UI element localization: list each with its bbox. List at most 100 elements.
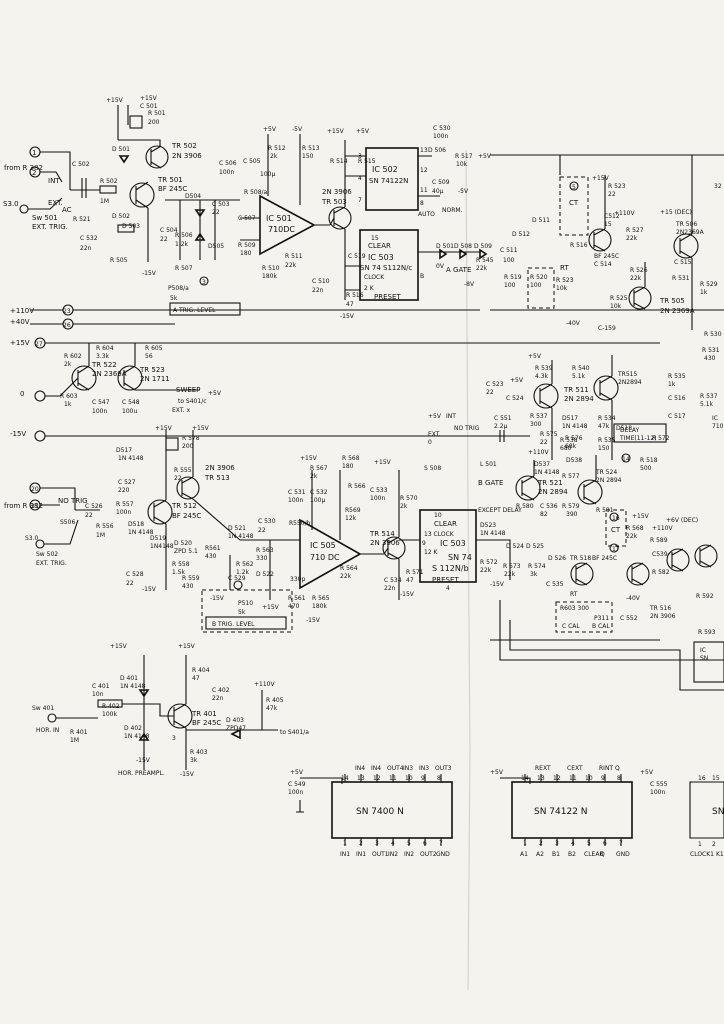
r573-label: R 573	[503, 563, 521, 570]
tr518-symbol	[570, 562, 594, 586]
c510-value: 22n	[312, 287, 324, 294]
r517-label: R 517	[455, 153, 473, 160]
r531b-label: R 531	[702, 347, 720, 354]
c506-label: C 506	[219, 160, 237, 167]
tr514-wires	[383, 470, 400, 600]
r566-label: R 566	[348, 483, 366, 490]
tr401-minus15: -15V	[180, 771, 195, 778]
node-22-marker	[233, 580, 243, 590]
r578-label: R 578	[182, 435, 200, 442]
s508-int: INT	[446, 413, 456, 420]
tr524-symbol	[577, 479, 603, 505]
r513-label: R 513	[302, 145, 320, 152]
tr504-symbol	[588, 228, 612, 252]
tr514-stage: TR 514 2N 3906 C 533 100n +15V R 570 2k …	[369, 459, 424, 600]
tr523-symbol	[117, 365, 143, 391]
page-fold-line	[465, 149, 471, 991]
supply-rails-top	[117, 105, 161, 146]
rt-label: RT	[560, 264, 569, 272]
tr521-plus110: +110V	[528, 449, 549, 456]
sn74122-top-pin-13: 13	[537, 775, 545, 782]
ic503b-pin-10: 10	[434, 512, 442, 519]
sw501-label: Sw 501	[32, 214, 58, 222]
r579-label: R 579	[562, 503, 580, 510]
c506-value: 100n	[219, 169, 234, 176]
c519-label: C 519	[348, 253, 366, 260]
norm-label: NORM.	[442, 207, 463, 214]
d504-d505-symbols	[194, 209, 206, 241]
ac-label: AC	[62, 206, 72, 214]
node-16: 16	[612, 515, 620, 522]
d518-value: 1N 4148	[128, 529, 154, 536]
r572-value: 22k	[480, 567, 492, 574]
edge-32: 32	[714, 183, 722, 190]
r574-label: R 574	[528, 563, 546, 570]
delay-box	[613, 423, 667, 443]
r572-label: R 572	[480, 559, 498, 566]
tr524-leads	[583, 479, 597, 505]
sn7400-top-label: IN4	[371, 765, 381, 772]
r565-value: 180k	[312, 603, 327, 610]
c502-symbol	[81, 178, 87, 198]
c526-value: 22	[85, 512, 93, 519]
ic503-block-top: 15 CLEAR IC 503 SN 74 S112N/c CLOCK 2 K …	[345, 229, 494, 301]
sn74s112-cap-value: 100n	[650, 789, 665, 796]
sn74122-top-label: CEXT	[567, 765, 583, 772]
rail-wires-mid	[45, 342, 470, 437]
r526-value: 22k	[630, 275, 642, 282]
r535b-label: R 535	[668, 373, 686, 380]
sn7400-top-label: IN3	[419, 765, 429, 772]
r535b-value: 1k	[668, 381, 676, 388]
sn74122-bot-label: CLEAR	[584, 851, 604, 858]
tr401-type: BF 245C	[192, 719, 221, 727]
ic505-triangle	[299, 518, 362, 590]
a-gate-label: A GATE	[446, 266, 471, 274]
right-mid-section: R 539 4.3k R 540 5.1k +5V TR 511 2N 2894…	[486, 342, 724, 472]
r518-label: R 518	[640, 457, 658, 464]
r568-label: R 568	[342, 455, 360, 462]
r402-value: 100k	[102, 711, 117, 718]
r507-ref: R 507	[175, 265, 193, 272]
ic502-box	[365, 147, 419, 211]
c528-value: 22	[126, 580, 134, 587]
r604-value: 3.3k	[96, 353, 110, 360]
sn74s112-clock1: CLOCK1	[690, 851, 714, 858]
tr504-plus110: +110V	[614, 210, 635, 217]
d518b-label: D518	[616, 425, 632, 432]
r589-label: R 589	[650, 537, 668, 544]
sn7400-bot-label: GND	[436, 851, 450, 858]
sn7400-name: SN 7400 N	[356, 807, 404, 817]
sn74s112-name: SN	[712, 807, 724, 817]
r512-resistor: R 508/a	[244, 189, 268, 196]
a-trig-level-network: D504 D505 R 506 1.2k C 503 22 R 507 3 P5…	[165, 193, 280, 316]
r564-value: 22k	[340, 573, 352, 580]
ic503-pin-15: 15	[371, 235, 379, 242]
r520-label: R 520	[530, 274, 548, 281]
tr524-type: 2N 2894	[596, 477, 622, 484]
ic502-pin-8: 8	[420, 200, 424, 207]
r581-label: R 581	[596, 507, 614, 514]
node-17-marker	[609, 543, 619, 553]
ic502-pin-12: 12	[420, 167, 428, 174]
tr502-symbol	[145, 145, 169, 169]
r519-label: R 519	[504, 274, 522, 281]
c527-value: 220	[118, 487, 130, 494]
ext-trig-label: EXT. TRIG.	[32, 223, 68, 231]
ct-box-bottom	[605, 509, 627, 547]
r592-label: R 592	[696, 593, 714, 600]
c505-label: C 505	[243, 158, 261, 165]
sn7400-top-pin-14: 14	[341, 775, 349, 782]
d505-ref: D505	[208, 243, 224, 250]
tr502-type: 2N 3906	[172, 152, 202, 160]
d501-label: D 501	[112, 146, 130, 153]
sn7400-bot-pin-3: 3	[375, 840, 379, 847]
ic501-name: IC 501	[266, 214, 292, 223]
r578-trim	[165, 437, 179, 451]
from-r381-label: from R 382	[4, 502, 43, 510]
r574-value: 3k	[530, 571, 538, 578]
r558-value: 1.5k	[172, 569, 186, 576]
s508-no-trig: NO TRIG	[454, 425, 480, 432]
sn74122-supply: +5V	[490, 769, 504, 776]
s508-ext: EXT.	[428, 431, 441, 438]
